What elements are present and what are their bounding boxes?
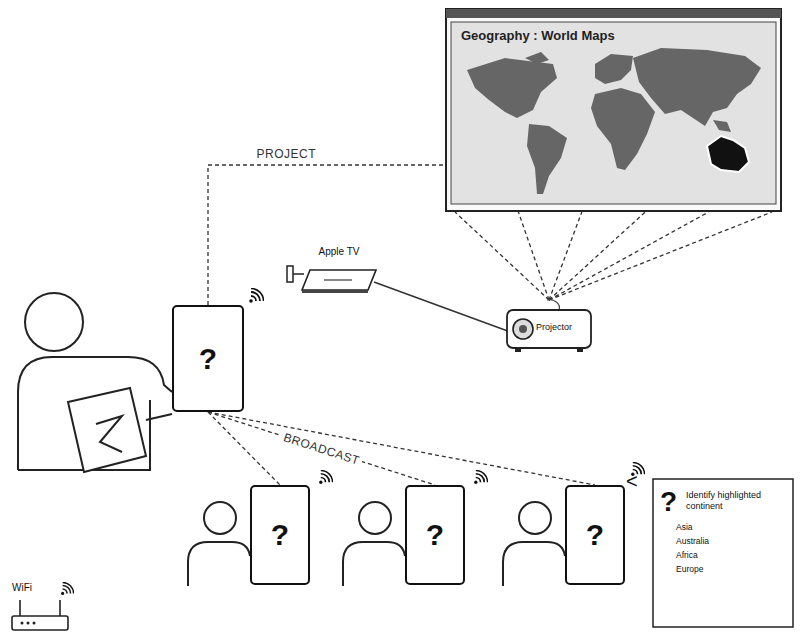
wireless-link <box>208 165 445 305</box>
power-plug <box>287 266 304 282</box>
connector-line <box>208 412 595 485</box>
wireless-link <box>208 412 595 485</box>
wifi-icon <box>61 289 644 595</box>
answer-option: Asia <box>676 522 788 532</box>
projector: Projector <box>503 296 595 354</box>
apple-tv: Apple TV <box>296 240 382 294</box>
screen-title: Geography : World Maps <box>461 28 615 43</box>
question-mark: ? <box>660 486 677 518</box>
student-tablet: ? <box>250 485 310 585</box>
question-mark: ? <box>271 520 289 550</box>
wifi-router: WiFi <box>8 582 84 634</box>
teacher-tablet: ? <box>172 305 244 412</box>
question-text: Identify highlighted continent <box>686 490 788 512</box>
cable <box>374 282 507 331</box>
connector-line <box>518 212 549 300</box>
student-figure <box>188 502 565 586</box>
projection-screen: Geography : World Maps <box>445 8 782 212</box>
connector-line <box>549 212 772 300</box>
question-mark: ? <box>586 520 604 550</box>
edge-label: PROJECT <box>254 147 320 161</box>
student-tablet: ? <box>565 485 625 585</box>
teacher-figure <box>18 293 172 472</box>
connector-line <box>455 212 549 300</box>
device-label: Apple TV <box>296 240 382 257</box>
device-label: WiFi <box>8 582 84 593</box>
answer-option: Europe <box>676 564 788 574</box>
question-mark: ? <box>199 344 217 374</box>
question-mark: ? <box>426 520 444 550</box>
edge-label: BROADCAST <box>279 429 364 468</box>
wireless-link <box>455 212 772 300</box>
pointer-caret: < <box>626 470 638 493</box>
answer-option: Africa <box>676 550 788 560</box>
connector-line <box>208 165 445 305</box>
connector-line <box>549 212 582 300</box>
question-popup: ? Identify highlighted continentAsiaAustr… <box>652 478 794 628</box>
connector-line <box>549 212 645 300</box>
connector-line <box>374 282 507 331</box>
student-tablet: ? <box>405 485 465 585</box>
answer-option: Australia <box>676 536 788 546</box>
device-label: Projector <box>536 322 572 332</box>
connector-line <box>549 212 709 300</box>
